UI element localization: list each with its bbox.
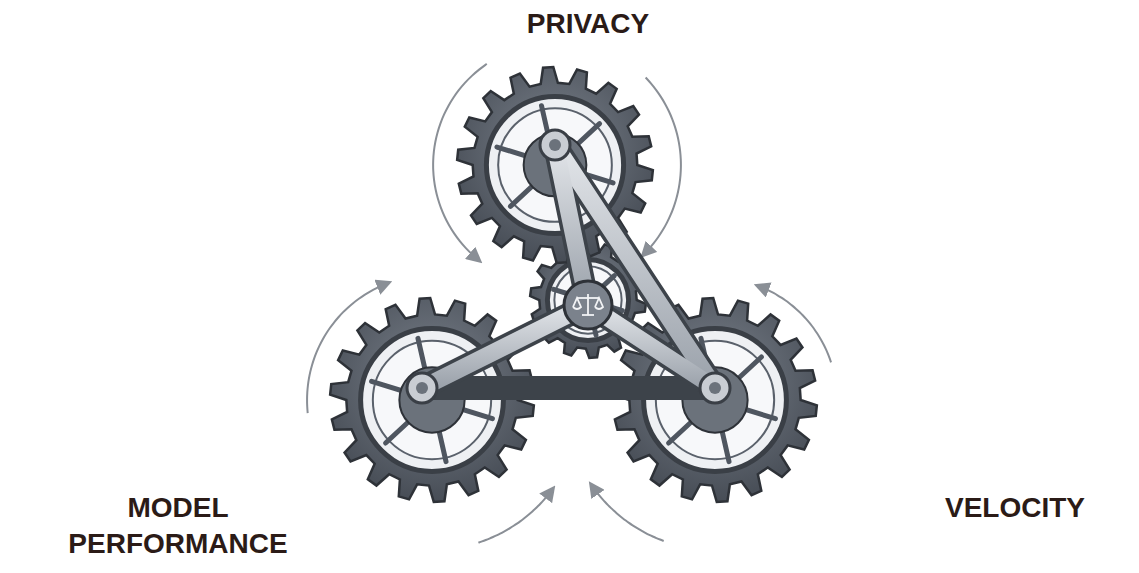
axis-label: VELOCITY — [905, 490, 1125, 526]
balance-hub — [564, 281, 612, 329]
linkage — [407, 130, 730, 403]
axis-label: PRIVACY — [458, 6, 718, 42]
axis-label: MODEL PERFORMANCE — [58, 490, 298, 562]
scales-symbol — [573, 294, 603, 315]
gears — [330, 67, 817, 502]
rotation-arrow — [591, 484, 664, 541]
rotation-arrow — [643, 77, 681, 255]
rotation-arrow — [478, 488, 553, 542]
rotation-arrows — [307, 64, 831, 543]
